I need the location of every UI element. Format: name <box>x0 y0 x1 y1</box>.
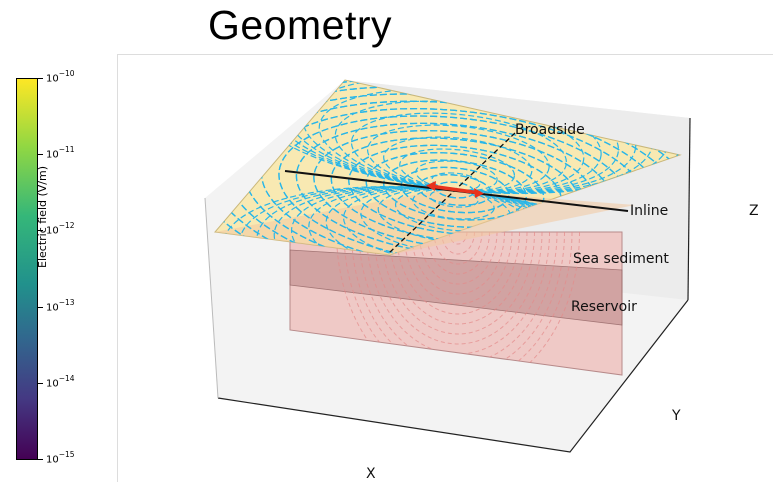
colorbar-tick-label: 10−15 <box>46 450 75 466</box>
colorbar <box>16 78 38 460</box>
subsurface-field-line <box>373 232 543 345</box>
colorbar-tick <box>38 382 43 384</box>
colorbar-tick <box>38 306 43 308</box>
subsurface-field-line <box>426 232 490 275</box>
subsurface-field-line <box>411 232 505 295</box>
colorbar-tick <box>38 78 43 79</box>
colorbar-tick <box>38 154 43 156</box>
field-line <box>286 80 637 194</box>
colorbar-tick-label: 10−13 <box>46 297 75 313</box>
subsurface-field-line <box>433 232 483 265</box>
subsurface-field-line <box>441 232 475 255</box>
axes-frame <box>117 54 773 482</box>
colorbar-tick <box>38 459 43 460</box>
sea-sediment-label: Sea sediment <box>573 251 669 267</box>
subsurface-field-line <box>403 232 513 305</box>
x-axis-label: X <box>366 466 376 482</box>
figure-title: Geometry <box>208 2 392 48</box>
field-line <box>431 172 481 191</box>
subsurface-field-line <box>396 232 520 315</box>
y-axis-label: Y <box>671 408 681 424</box>
reservoir-label: Reservoir <box>571 299 637 315</box>
colorbar-tick-label: 10−11 <box>46 145 75 161</box>
subsurface-field-line <box>381 232 535 335</box>
colorbar-tick-label: 10−12 <box>46 221 75 237</box>
reservoir-layer <box>289 249 623 326</box>
subsurface-field-line <box>448 232 468 245</box>
inline-label: Inline <box>630 203 668 219</box>
z-axis-label: Z <box>749 203 759 219</box>
subsurface-field-line <box>418 232 498 285</box>
subsurface-field-line <box>388 232 528 325</box>
colorbar-tick <box>38 230 43 232</box>
source-dipole <box>426 181 484 198</box>
field-line <box>429 189 479 208</box>
broadside-survey-line <box>387 132 516 255</box>
colorbar-tick-label: 10−10 <box>46 69 75 85</box>
broadside-label: Broadside <box>515 122 585 138</box>
colorbar-tick-label: 10−14 <box>46 373 75 390</box>
